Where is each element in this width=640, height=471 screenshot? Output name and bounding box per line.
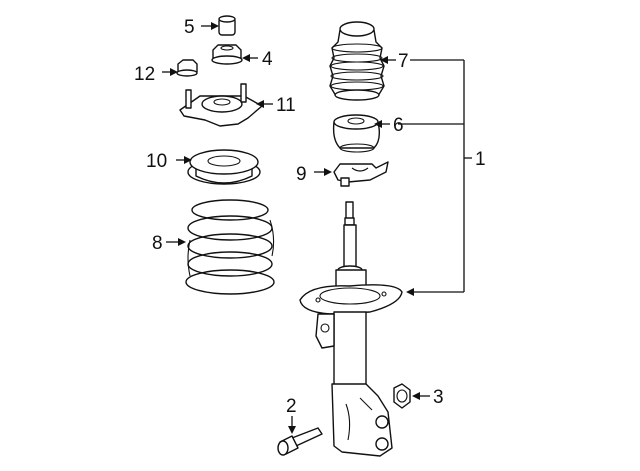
leader-lines	[162, 22, 472, 434]
part-11-upper-mount[interactable]	[179, 83, 263, 127]
part-1-strut-assembly[interactable]	[299, 201, 403, 457]
callout-10: 10	[146, 151, 167, 172]
part-6-bump-stop[interactable]	[332, 114, 381, 153]
callout-11: 11	[276, 95, 296, 116]
part-10-spring-seat[interactable]	[187, 149, 261, 185]
callout-5: 5	[184, 17, 195, 38]
callout-2: 2	[286, 396, 297, 417]
callout-3: 3	[433, 387, 444, 408]
part-5-cap[interactable]	[218, 15, 236, 36]
callout-4: 4	[262, 49, 273, 70]
callout-labels: 5 4 12 11 10 8 7 6 9 1 3 2	[134, 17, 486, 417]
part-9-bracket[interactable]	[333, 161, 389, 187]
part-8-coil-spring[interactable]	[185, 199, 275, 295]
callout-6: 6	[393, 115, 404, 136]
callout-8: 8	[152, 233, 163, 254]
callout-7: 7	[398, 51, 409, 72]
part-3-nut[interactable]	[393, 383, 411, 409]
callout-1: 1	[475, 149, 486, 170]
part-4-nut[interactable]	[211, 44, 243, 65]
callout-12: 12	[134, 64, 155, 85]
callout-9: 9	[296, 164, 307, 185]
part-7-dust-boot[interactable]	[329, 21, 385, 101]
part-2-bolt[interactable]	[277, 427, 323, 456]
part-12-nut[interactable]	[176, 59, 198, 77]
